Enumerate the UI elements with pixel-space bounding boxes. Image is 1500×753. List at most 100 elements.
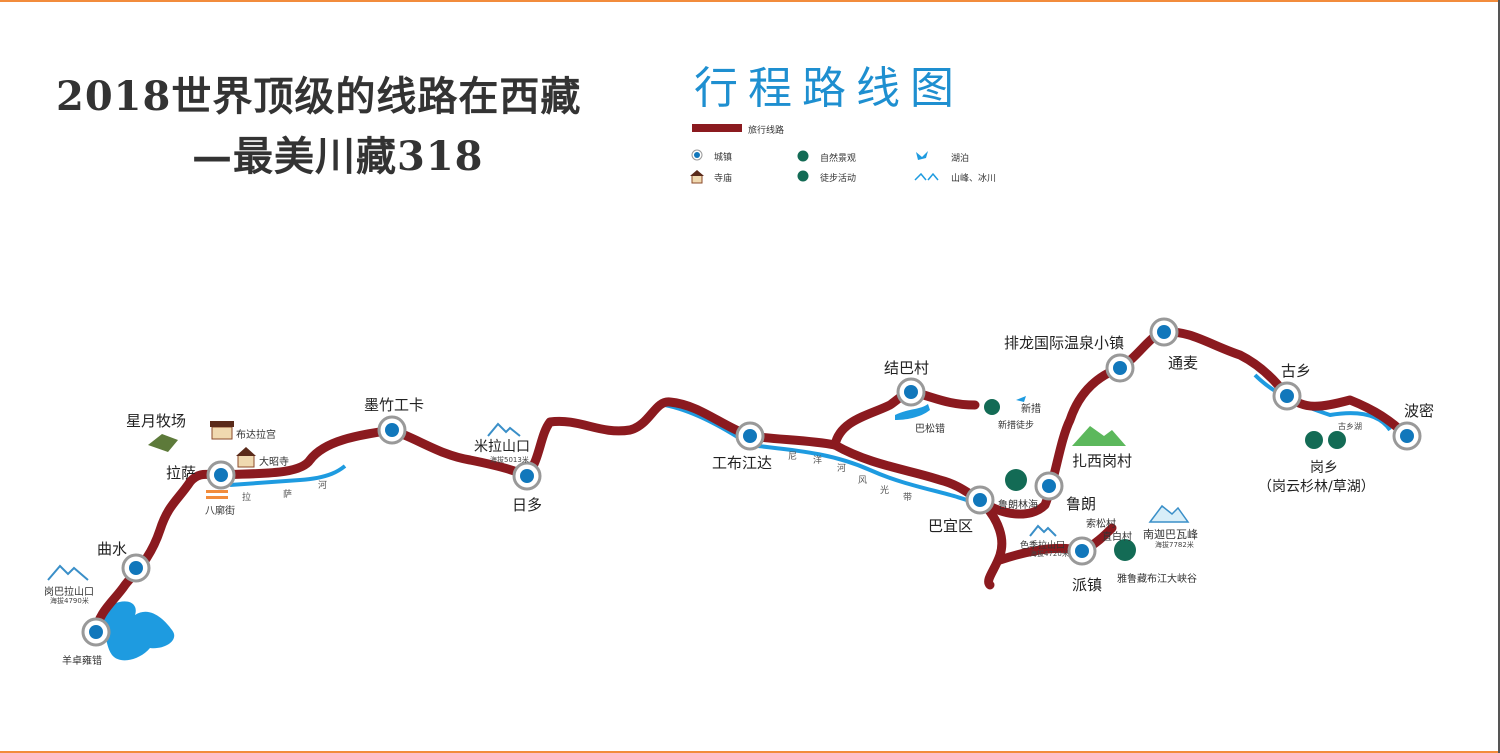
poi-label-zhibai: 直白村: [1102, 532, 1132, 543]
town-marker-bomi: [1392, 421, 1422, 451]
poi-label-barkhor: 八廓街: [205, 506, 235, 517]
poi-label-suosong: 索松村: [1086, 519, 1116, 530]
right-border: [1498, 0, 1500, 753]
town-marker-lulang: [1034, 471, 1064, 501]
lhasa-river: [229, 464, 347, 487]
town-label-paizhen: 派镇: [1072, 576, 1103, 594]
poi-label-xincuo: 新措: [1021, 404, 1041, 415]
town-label-qushui: 曲水: [97, 540, 128, 558]
town-marker-qushui: [121, 553, 151, 583]
poi-label-namcha: 南迦巴瓦峰: [1143, 528, 1198, 541]
legend-route-label: 旅行线路: [748, 126, 785, 136]
river-char: 萨: [283, 490, 293, 500]
poi-label-basum: 巴松错: [915, 424, 945, 435]
poi-label-gangxiang: 岗乡: [1310, 460, 1338, 476]
mountain-icon-mila: [487, 422, 521, 437]
temple-icon-jokhang: [236, 447, 256, 468]
river-char: 光: [880, 486, 890, 496]
town-label-maizhokunggar: 墨竹工卡: [364, 396, 425, 414]
poi-label-guxiang-lake: 古乡湖: [1338, 422, 1362, 431]
legend-lake-icon: [916, 151, 928, 160]
poi-label-zhaxi: 扎西岗村: [1072, 452, 1133, 470]
town-marker-maizhokunggar: [377, 415, 407, 445]
river-char: 拉: [242, 493, 252, 503]
town-marker-bayi: [965, 485, 995, 515]
town-label-pailong: 排龙国际温泉小镇: [1004, 334, 1125, 352]
river-char: 带: [903, 493, 913, 503]
town-label-guxiang: 古乡: [1281, 362, 1312, 380]
legend-temple-label: 寺庙: [714, 174, 733, 184]
poi-label-xingyue: 星月牧场: [126, 412, 187, 430]
bottom-border: [0, 751, 1500, 753]
legend-scenery-label: 自然景观: [820, 154, 857, 164]
town-marker-lhasa: [206, 460, 236, 490]
poi-label-potala: 布达拉宫: [236, 430, 276, 441]
poi-label-yarlung: 雅鲁藏布江大峡谷: [1117, 574, 1197, 585]
yamdrok-lake: [100, 601, 175, 661]
legend-temple-icon: [690, 170, 704, 184]
town-label-riduo: 日多: [512, 496, 543, 514]
town-label-bomi: 波密: [1404, 402, 1435, 420]
page-title-line1: 2018世界顶级的线路在西藏: [56, 73, 582, 120]
town-marker-yamdrok: [81, 617, 111, 647]
legend-mountain-icon: [914, 172, 939, 181]
temple-icon-potala: [210, 421, 234, 440]
poi-label-xincuo-hike: 新措徒步: [998, 421, 1035, 431]
poi-label-sejila-alt: 海拔4720米: [1030, 550, 1069, 558]
river-char: 河: [837, 464, 847, 474]
town-marker-guxiang: [1272, 381, 1302, 411]
scenery-icon-yarlung: [1114, 539, 1136, 561]
mountain-icon-sejila: [1029, 524, 1057, 537]
poi-label-kamba-pass: 岗巴拉山口: [44, 587, 94, 598]
legend-town-label: 城镇: [714, 153, 733, 163]
river-char: 尼: [788, 452, 798, 462]
poi-label-kamba-alt: 海拔4790米: [50, 597, 89, 605]
river-char: 河: [318, 481, 328, 491]
legend-route-swatch: [692, 124, 742, 132]
nyang-river: [664, 403, 981, 507]
tent-icon: [148, 434, 178, 452]
town-label-lhasa: 拉萨: [166, 464, 197, 482]
poi-label-mila-pass: 米拉山口: [474, 439, 530, 455]
legend-lake-label: 湖泊: [951, 154, 970, 164]
town-marker-riduo: [512, 461, 542, 491]
poi-label-namcha-alt: 海拔7782米: [1155, 541, 1194, 549]
poi-label-jokhang: 大昭寺: [259, 457, 289, 468]
mountain-icon-zhaxi: [1072, 426, 1126, 446]
legend-scenery-icon: [797, 150, 809, 162]
mountain-icon-kamba: [47, 564, 89, 581]
xincuo-lake: [1016, 396, 1026, 402]
guxiang-river: [1253, 373, 1392, 432]
poi-label-gangxiang-sub: （岗云杉林/草湖）: [1258, 479, 1375, 495]
town-marker-paizhen: [1067, 536, 1097, 566]
page-title-line2: —最美川藏318: [192, 133, 484, 180]
map-title: 行程路线图: [694, 63, 964, 114]
legend-hiking-label: 徒步活动: [820, 174, 857, 184]
town-label-gongbo: 工布江达: [712, 454, 773, 472]
town-marker-gongbo: [735, 421, 765, 451]
mountain-icon-namcha: [1148, 504, 1190, 523]
barkhor-icon: [206, 490, 228, 499]
town-label-jieba: 结巴村: [884, 359, 930, 377]
town-label-tongmai: 通麦: [1168, 354, 1199, 372]
top-border: [0, 0, 1500, 2]
legend-hiking-icon: [797, 170, 809, 182]
hiking-icon-xincuo: [984, 399, 1000, 415]
basum-lake: [895, 404, 930, 420]
poi-label-mila-alt: 海拔5013米: [490, 456, 529, 464]
town-markers: [81, 317, 1422, 647]
river-char: 洋: [813, 456, 823, 466]
town-marker-pailong: [1105, 353, 1135, 383]
poi-label-sejila: 色季拉山口: [1020, 541, 1066, 551]
legend-mountain-label: 山峰、冰川: [951, 174, 997, 184]
town-marker-jieba: [896, 377, 926, 407]
town-marker-tongmai: [1149, 317, 1179, 347]
town-label-bayi: 巴宜区: [928, 517, 974, 535]
town-label-yamdrok: 羊卓雍错: [62, 656, 102, 667]
town-label-lulang: 鲁朗: [1066, 495, 1097, 513]
hiking-icon-gangxiang: [1328, 431, 1346, 449]
poi-label-lulang-forest: 鲁朗林海: [998, 500, 1038, 511]
legend-town-icon: [691, 149, 703, 161]
river-char: 风: [858, 476, 868, 486]
